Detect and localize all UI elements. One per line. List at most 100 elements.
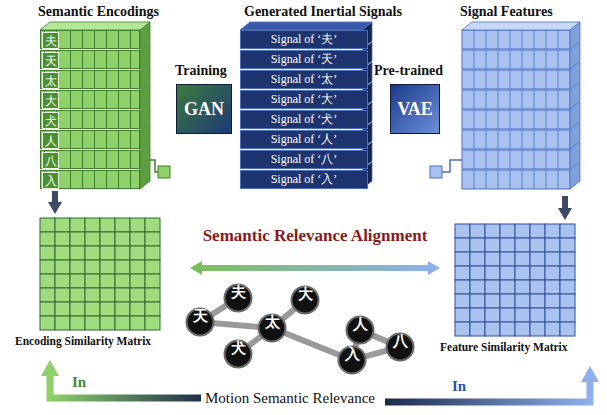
matrix-cell bbox=[55, 232, 70, 246]
matrix-cell bbox=[500, 252, 515, 266]
character-disk: 夫 bbox=[223, 283, 253, 313]
cell-line bbox=[546, 50, 547, 69]
matrix-cell bbox=[530, 224, 545, 238]
cell-line bbox=[534, 70, 535, 89]
matrix-cell bbox=[530, 252, 545, 266]
matrix-cell bbox=[530, 238, 545, 252]
matrix-cell bbox=[500, 294, 515, 308]
stack-side bbox=[570, 162, 580, 189]
cell-line bbox=[474, 110, 475, 129]
cell-line bbox=[558, 30, 559, 49]
matrix-cell bbox=[500, 308, 515, 322]
matrix-cell bbox=[500, 266, 515, 280]
cell-line bbox=[558, 130, 559, 149]
matrix-cell bbox=[515, 308, 530, 322]
matrix-cell bbox=[485, 308, 500, 322]
node-label: 人 bbox=[345, 315, 375, 334]
matrix-cell bbox=[500, 280, 515, 294]
matrix-cell bbox=[40, 288, 55, 302]
cell-line bbox=[510, 170, 511, 189]
matrix-cell bbox=[100, 288, 115, 302]
matrix-cell bbox=[100, 218, 115, 232]
matrix-cell bbox=[500, 238, 515, 252]
cell-line bbox=[474, 170, 475, 189]
matrix-cell bbox=[545, 294, 560, 308]
matrix-cell bbox=[55, 288, 70, 302]
layer-heading: Encoding Similarity Matrix bbox=[15, 334, 151, 348]
matrix-cell bbox=[530, 266, 545, 280]
matrix-cell bbox=[455, 322, 470, 336]
cell-line bbox=[534, 30, 535, 49]
layer-heading: Generated Inertial Signals bbox=[244, 4, 402, 20]
cell-line bbox=[510, 70, 511, 89]
layer-heading: Signal Features bbox=[460, 4, 553, 20]
matrix-cell bbox=[515, 294, 530, 308]
relevance-link bbox=[215, 323, 257, 327]
signal-row: Signal of ‘人’ bbox=[240, 130, 368, 149]
matrix-cell bbox=[85, 218, 100, 232]
matrix-cell bbox=[530, 322, 545, 336]
cell-line bbox=[474, 30, 475, 49]
matrix-cell bbox=[455, 280, 470, 294]
input-arrow bbox=[385, 380, 590, 402]
cell-line bbox=[546, 70, 547, 89]
matrix-cell bbox=[130, 246, 145, 260]
arrow-head bbox=[581, 366, 599, 382]
matrix-cell bbox=[470, 252, 485, 266]
cell-line bbox=[510, 30, 511, 49]
cell-line bbox=[522, 90, 523, 109]
cell-line bbox=[510, 110, 511, 129]
cell-line bbox=[498, 110, 499, 129]
node-label: VAE bbox=[397, 99, 433, 120]
relevance-link bbox=[283, 310, 293, 319]
matrix-cell bbox=[70, 246, 85, 260]
stack-top bbox=[40, 22, 150, 30]
node-label: 入 bbox=[337, 345, 367, 364]
character-disk: 入 bbox=[337, 345, 367, 375]
matrix-cell bbox=[55, 274, 70, 288]
model-block: VAE bbox=[390, 84, 440, 134]
matrix-cell bbox=[55, 260, 70, 274]
matrix-cell bbox=[85, 316, 100, 330]
node-label: 天 bbox=[42, 52, 59, 69]
matrix-cell bbox=[485, 238, 500, 252]
matrix-cell bbox=[470, 280, 485, 294]
matrix-cell bbox=[55, 316, 70, 330]
node-label: Signal of ‘太’ bbox=[241, 71, 367, 88]
cell-line bbox=[534, 110, 535, 129]
character-disk: 大 bbox=[290, 285, 320, 315]
encoding-row: 入 bbox=[40, 170, 140, 189]
matrix-cell bbox=[545, 266, 560, 280]
cell-line bbox=[534, 170, 535, 189]
character-disk: 人 bbox=[345, 315, 375, 345]
matrix-cell bbox=[145, 288, 160, 302]
arrow-head bbox=[41, 360, 59, 376]
matrix-cell bbox=[455, 308, 470, 322]
matrix-cell bbox=[485, 280, 500, 294]
matrix-cell bbox=[130, 274, 145, 288]
matrix-cell bbox=[470, 308, 485, 322]
matrix-cell bbox=[70, 274, 85, 288]
matrix-cell bbox=[145, 260, 160, 274]
cell-line bbox=[546, 30, 547, 49]
node-label: 大 bbox=[42, 92, 59, 109]
annotation-label: In bbox=[452, 378, 466, 395]
matrix-cell bbox=[470, 294, 485, 308]
matrix-cell bbox=[470, 266, 485, 280]
matrix-cell bbox=[130, 260, 145, 274]
relevance-link bbox=[353, 344, 359, 345]
encoding-row: 大 bbox=[40, 90, 140, 109]
cell-line bbox=[558, 150, 559, 169]
encoding-vector bbox=[158, 166, 170, 178]
feature-row bbox=[462, 90, 570, 109]
cell-line bbox=[558, 170, 559, 189]
matrix-cell bbox=[55, 218, 70, 232]
encoding-row: 人 bbox=[40, 130, 140, 149]
layer-stack: Signal Features bbox=[452, 4, 602, 196]
bracket-line bbox=[150, 160, 158, 172]
cell-line bbox=[498, 70, 499, 89]
cell-line bbox=[534, 50, 535, 69]
matrix-cell bbox=[485, 252, 500, 266]
matrix-cell bbox=[70, 302, 85, 316]
cell-line bbox=[546, 150, 547, 169]
